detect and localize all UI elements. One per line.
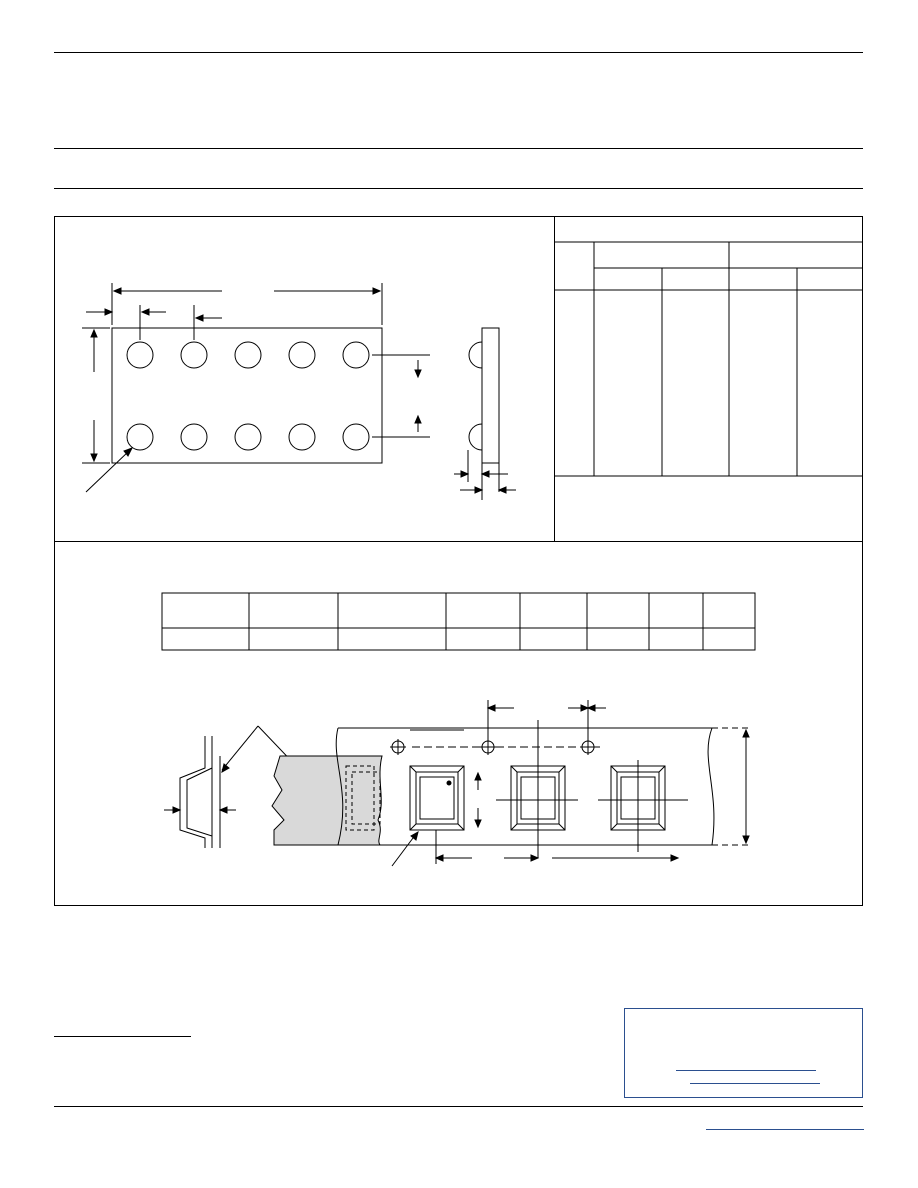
solder-ball <box>126 341 154 369</box>
notice-box <box>624 1008 863 1098</box>
solder-ball <box>342 423 370 451</box>
solder-ball <box>288 423 316 451</box>
package-information-frame <box>54 216 863 906</box>
solder-ball <box>342 341 370 369</box>
drawing-table-divider <box>554 217 555 541</box>
notice-link-underline-2[interactable] <box>690 1083 820 1084</box>
header-rule-bottom <box>54 188 863 189</box>
solder-ball <box>180 341 208 369</box>
solder-ball <box>180 423 208 451</box>
solder-ball <box>126 423 154 451</box>
header-rule-middle <box>54 148 863 149</box>
package-side-view <box>481 327 500 464</box>
footer-rule <box>54 1106 863 1107</box>
footnote-rule <box>54 1036 191 1037</box>
header-rule-top <box>54 52 863 53</box>
notice-link-underline-1[interactable] <box>676 1070 816 1071</box>
cover-tape <box>271 755 383 846</box>
solder-ball <box>234 423 262 451</box>
solder-ball <box>234 341 262 369</box>
tape-pocket <box>409 765 465 831</box>
package-body <box>111 327 383 464</box>
tape-section-divider <box>55 541 862 542</box>
solder-ball <box>288 341 316 369</box>
footer-link-underline[interactable] <box>706 1129 864 1130</box>
